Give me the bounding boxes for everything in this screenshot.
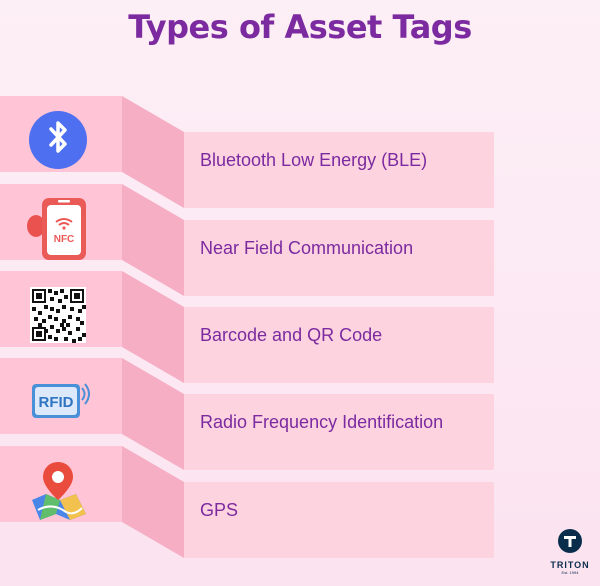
asset-tag-item: Bluetooth Low Energy (BLE)	[0, 96, 500, 208]
item-label: Radio Frequency Identification	[200, 412, 444, 432]
asset-tag-item: NFC Near Field Communication	[0, 184, 500, 296]
item-label: Near Field Communication	[200, 238, 414, 258]
gps-map-icon	[22, 454, 94, 526]
logo-sub: Est. 1994	[561, 570, 579, 575]
bluetooth-icon	[22, 104, 94, 176]
asset-tag-item: GPS	[0, 446, 500, 558]
nfc-phone-icon: NFC	[22, 192, 94, 264]
step-panel	[0, 358, 494, 470]
qr-code-icon	[22, 279, 94, 351]
rfid-icon: RFID	[22, 366, 94, 438]
logo-name: TRITON	[550, 560, 590, 570]
item-label: GPS	[200, 500, 239, 520]
triton-logo-icon	[558, 529, 582, 553]
svg-text:RFID: RFID	[39, 394, 74, 411]
page-title: Types of Asset Tags	[128, 8, 472, 46]
item-label: Bluetooth Low Energy (BLE)	[200, 150, 428, 170]
asset-tag-item: RFID Radio Frequency Identification	[0, 358, 500, 470]
triton-logo: TRITON Est. 1994	[545, 528, 595, 582]
item-label: Barcode and QR Code	[200, 325, 383, 345]
step-panel	[0, 96, 494, 208]
svg-text:NFC: NFC	[54, 234, 75, 245]
asset-tag-item: Barcode and QR Code	[0, 271, 500, 383]
